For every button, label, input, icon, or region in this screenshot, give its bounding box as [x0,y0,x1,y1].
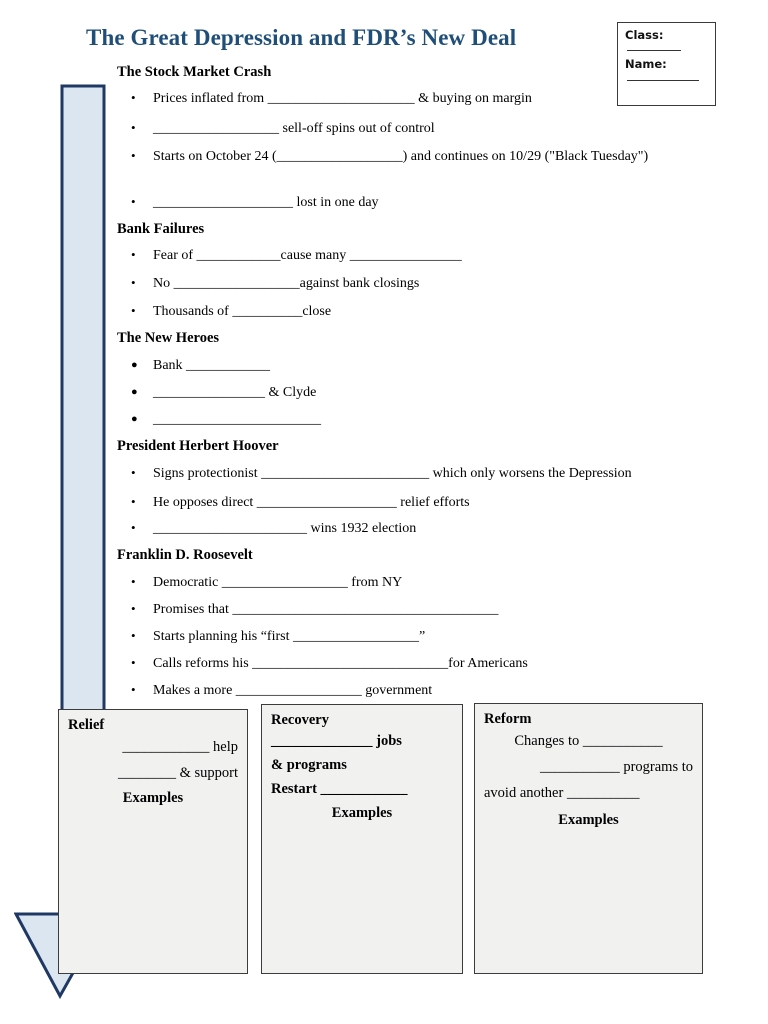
recovery-box-examples-label: Examples [331,805,393,821]
relief-box: Relief ____________ help ________ & supp… [58,709,248,974]
bullet-item: • ______________________ wins 1932 elect… [131,520,671,537]
bullet-item: • Promises that ________________________… [131,601,691,618]
bullet-item: • Prices inflated from _________________… [131,90,609,107]
bullet-text: Starts on October 24 (__________________… [153,149,649,164]
section-heading-franklin-roosevelt: Franklin D. Roosevelt [117,547,253,563]
bullet-item: • ____________________ lost in one day [131,194,651,211]
reform-box-examples-label: Examples [558,812,619,828]
bullet-text: Signs protectionist ____________________… [153,466,632,481]
bullet-dot-icon: • [131,303,136,318]
bullet-dot-icon: • [131,120,136,135]
bullet-text: Calls reforms his ______________________… [153,656,528,671]
bullet-dot-icon: • [131,194,136,209]
bullet-item: • Starts planning his “first ___________… [131,628,671,645]
bullet-dot-icon: • [131,628,136,643]
bullet-item: ● Bank ____________ [131,357,531,374]
section-heading-new-heroes: The New Heroes [117,330,220,346]
bullet-text: Makes a more __________________ governme… [153,683,433,698]
bullet-dot-icon: • [131,90,136,105]
bullet-dot-icon: • [131,465,136,480]
bullet-item: • Democratic __________________ from NY [131,574,671,591]
bullet-dot-icon: • [131,520,136,535]
reform-box-line[interactable]: ___________ programs to [539,759,693,775]
relief-box-title: Relief [68,717,105,733]
bullet-item: ● ________________________ [131,411,531,428]
relief-box-line[interactable]: ________ & support [117,765,238,781]
bullet-dot-icon: • [131,275,136,290]
bullet-item: • He opposes direct ____________________… [131,494,671,511]
name-label: Name: [625,57,667,71]
bullet-text: He opposes direct ____________________ r… [153,495,470,510]
bullet-item: • __________________ sell-off spins out … [131,120,651,137]
reform-box-line[interactable]: avoid another __________ [484,785,640,801]
reform-box-title: Reform [484,711,532,727]
recovery-box-line[interactable]: & programs [271,757,347,773]
recovery-box-title: Recovery [271,712,329,728]
recovery-box: Recovery ______________ jobs & programs … [261,704,463,974]
bullet-text: ________________ & Clyde [153,385,317,400]
section-heading-herbert-hoover: President Herbert Hoover [117,438,279,454]
student-info-box: Class: Name: [617,22,716,106]
name-write-line[interactable] [627,80,699,81]
bullet-dot-icon: • [131,247,136,262]
bullet-dot-icon: • [131,601,136,616]
bullet-disc-icon: ● [131,359,138,371]
bullet-item: • Fear of ____________cause many _______… [131,247,651,264]
bullet-text: Bank ____________ [153,358,271,373]
bullet-text: Thousands of __________close [153,304,332,319]
bullet-dot-icon: • [131,494,136,509]
section-heading-stock-market-crash: The Stock Market Crash [117,64,272,80]
page-title: The Great Depression and FDR’s New Deal [86,25,517,50]
bullet-dot-icon: • [131,682,136,697]
reform-box: Reform Changes to ___________ __________… [474,703,703,974]
bullet-dot-icon: • [131,574,136,589]
relief-box-examples-label: Examples [122,790,184,806]
bullet-text: Democratic __________________ from NY [153,575,403,590]
bullet-text: __________________ sell-off spins out of… [153,121,435,136]
class-label: Class: [625,28,664,42]
bullet-item: • Makes a more __________________ govern… [131,682,671,699]
bullet-item: • Thousands of __________close [131,303,651,320]
bullet-item: • Starts on October 24 (________________… [131,148,716,165]
bullet-item: ● ________________ & Clyde [131,384,531,401]
bullet-dot-icon: • [131,148,136,163]
bullet-text: Starts planning his “first _____________… [153,629,426,644]
bullet-text: ______________________ wins 1932 electio… [153,521,417,536]
bullet-item: • Signs protectionist __________________… [131,465,721,482]
bullet-text: Fear of ____________cause many _________… [153,248,462,263]
recovery-box-line[interactable]: ______________ jobs [271,733,402,749]
bullet-dot-icon: • [131,655,136,670]
class-write-line[interactable] [627,50,681,51]
bullet-text: No __________________against bank closin… [153,276,420,291]
bullet-text: Prices inflated from ___________________… [153,91,532,106]
section-heading-bank-failures: Bank Failures [117,221,205,237]
bullet-disc-icon: ● [131,386,138,398]
bullet-disc-icon: ● [131,413,138,425]
bullet-item: • Calls reforms his ____________________… [131,655,691,672]
recovery-box-line[interactable]: Restart ____________ [271,781,408,797]
bullet-item: • No __________________against bank clos… [131,275,651,292]
reform-box-line[interactable]: Changes to ___________ [514,733,663,749]
bullet-text: ________________________ [153,412,321,427]
bullet-text: Promises that __________________________… [153,602,499,617]
bullet-text: ____________________ lost in one day [153,195,379,210]
relief-box-line[interactable]: ____________ help [122,739,238,755]
